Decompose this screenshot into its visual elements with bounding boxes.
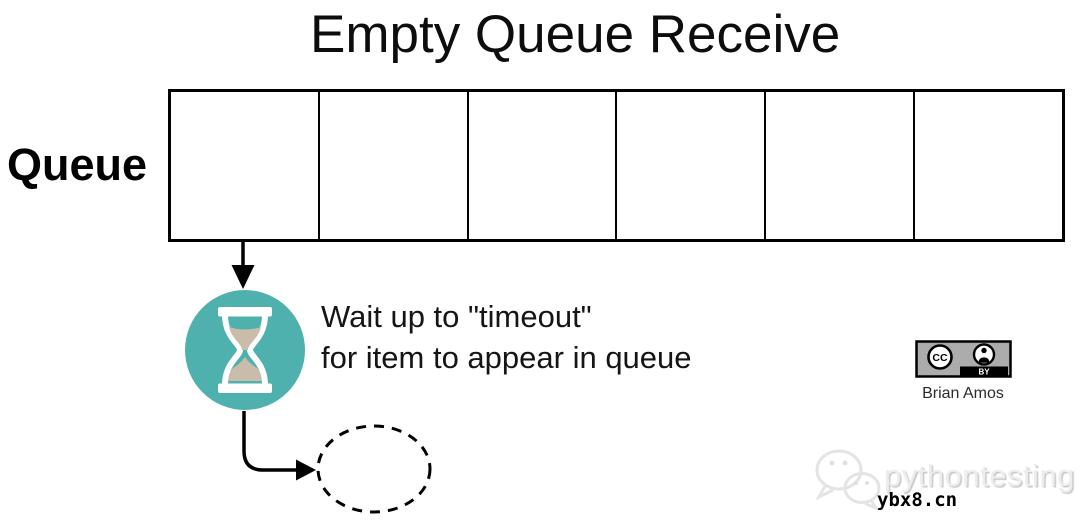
diagram-title: Empty Queue Receive bbox=[310, 5, 841, 64]
queue-cell bbox=[171, 92, 320, 239]
queue-row bbox=[168, 89, 1065, 242]
queue-cell bbox=[617, 92, 767, 239]
queue-cell bbox=[915, 92, 1062, 239]
by-label: BY bbox=[978, 367, 990, 376]
cc-license-badge: CC BY Brian Amos bbox=[913, 340, 1013, 403]
watermark-site: ybx8.cn bbox=[877, 489, 958, 511]
queue-cell bbox=[766, 92, 916, 239]
queue-to-wait-arrow bbox=[231, 242, 255, 289]
watermark-brand: pythontesting bbox=[884, 458, 1075, 493]
queue-cell bbox=[468, 92, 618, 239]
wait-circle bbox=[185, 290, 305, 410]
pending-item-ellipse bbox=[316, 424, 432, 514]
wait-to-item-arrow bbox=[242, 411, 316, 481]
wait-annotation: Wait up to "timeout" for item to appear … bbox=[321, 296, 692, 378]
wait-annotation-line2: for item to appear in queue bbox=[321, 340, 692, 375]
attribution-icon bbox=[972, 343, 995, 366]
cc-icon bbox=[926, 344, 953, 370]
queue-label: Queue bbox=[7, 139, 148, 190]
cc-by-badge-icon: CC BY bbox=[914, 340, 1012, 378]
wait-annotation-line1: Wait up to "timeout" bbox=[321, 299, 592, 334]
license-author: Brian Amos bbox=[922, 385, 1004, 402]
hourglass-icon bbox=[218, 307, 272, 393]
queue-cell bbox=[319, 92, 469, 239]
cc-icon-label: CC bbox=[932, 352, 948, 364]
wechat-icon bbox=[815, 449, 881, 512]
